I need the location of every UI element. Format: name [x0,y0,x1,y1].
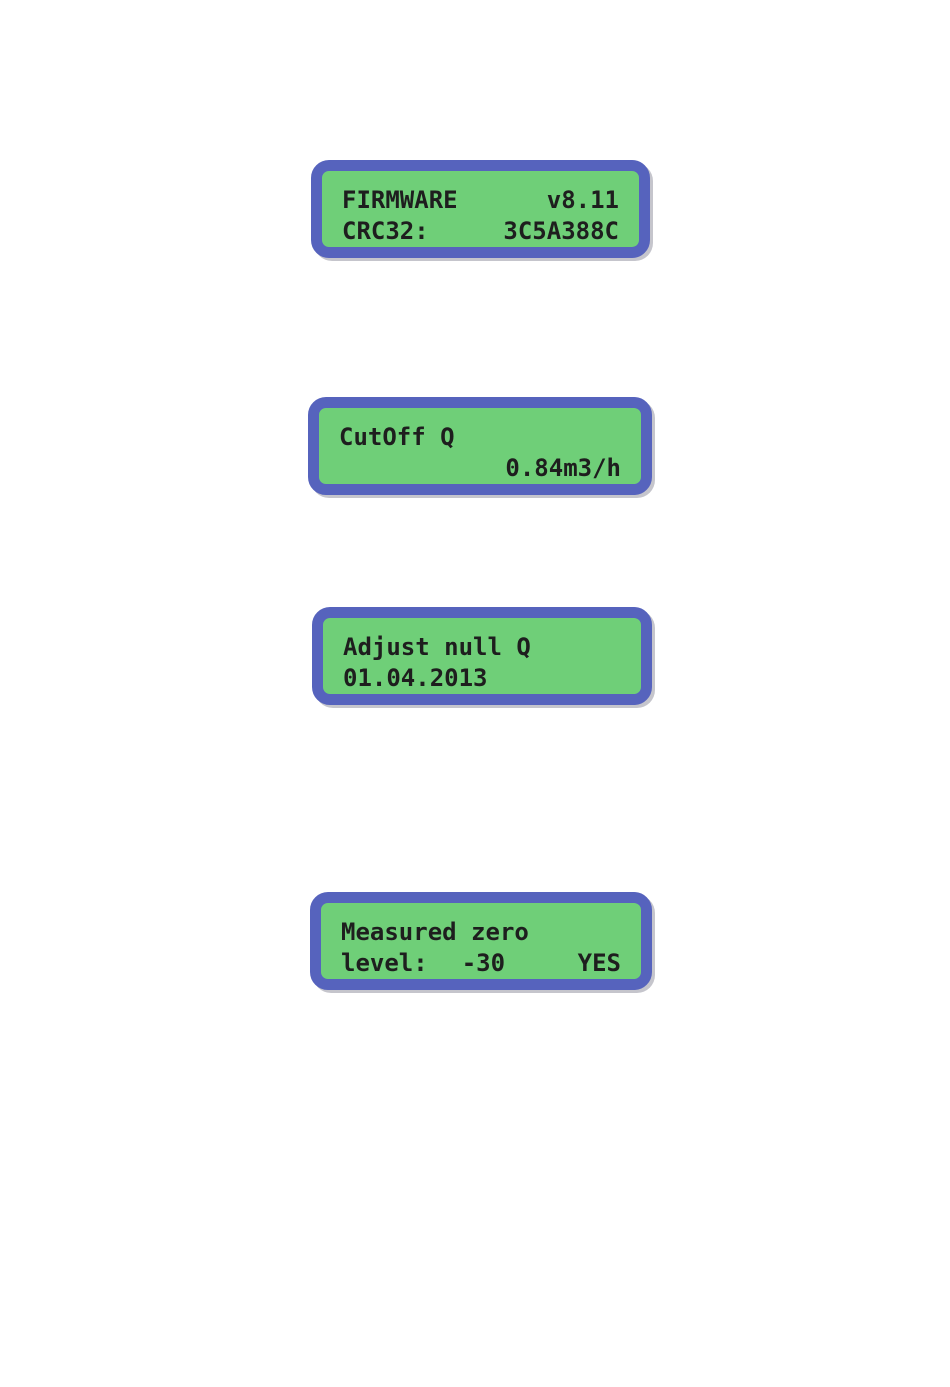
crc-label: CRC32: [342,217,429,245]
lcd-display-measured: Measured zero level: -30 YES [310,892,652,990]
level-label: level: [341,949,428,977]
level-value: -30 [462,949,505,977]
adjust-date: 01.04.2013 [343,664,488,692]
firmware-version: v8.11 [547,186,619,214]
cutoff-value: 0.84m3/h [505,454,621,482]
lcd-display-firmware: FIRMWARE v8.11 CRC32: 3C5A388C [311,160,650,258]
lcd-line-2: level: -30 YES [341,949,621,977]
cutoff-label: CutOff Q [339,423,455,451]
lcd-display-cutoff: CutOff Q 0.84m3/h [308,397,652,495]
confirm-value: YES [578,949,621,977]
lcd-line-2: 01.04.2013 [343,664,621,692]
lcd-line-1: CutOff Q [339,423,621,451]
lcd-line-2: 0.84m3/h [339,454,621,482]
adjust-label: Adjust null Q [343,633,531,661]
measured-label: Measured zero [341,918,529,946]
lcd-line-1: Measured zero [341,918,621,946]
crc-value: 3C5A388C [503,217,619,245]
firmware-label: FIRMWARE [342,186,458,214]
lcd-line-2: CRC32: 3C5A388C [342,217,619,245]
lcd-display-adjust: Adjust null Q 01.04.2013 [312,607,652,705]
lcd-line-1: FIRMWARE v8.11 [342,186,619,214]
lcd-line-1: Adjust null Q [343,633,621,661]
